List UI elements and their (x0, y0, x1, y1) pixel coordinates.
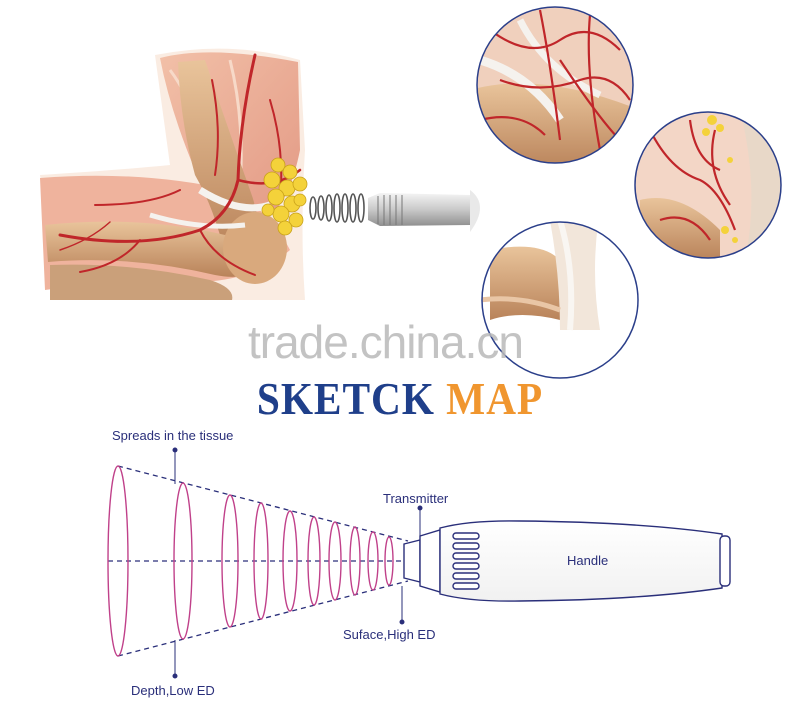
wave-4 (253, 502, 269, 620)
wave-ellipses (107, 465, 394, 657)
label-transmitter: Transmitter (383, 491, 449, 506)
label-depth-low-ed: Depth,Low ED (131, 683, 215, 698)
probe-tip-illustration (368, 190, 480, 232)
wave-6 (307, 516, 321, 606)
wave-10 (384, 536, 394, 586)
wave-9 (367, 531, 379, 591)
handle-body (439, 520, 723, 602)
label-handle: Handle (567, 553, 609, 568)
elbow-anatomy-illustration (40, 48, 308, 300)
label-surface-high-ed: Suface,High ED (343, 627, 436, 642)
wave-7 (328, 521, 342, 601)
title-word-2: MAP (446, 373, 544, 424)
magnified-view-bottom (481, 221, 639, 379)
watermark-text: trade.china.cn (248, 316, 524, 368)
cone-upper-line (117, 465, 409, 542)
shockwave-coil (309, 193, 365, 223)
handle-end-cap (719, 535, 731, 587)
wave-8 (349, 526, 361, 596)
magnified-view-right (634, 111, 782, 259)
cone-lower-line (117, 580, 409, 657)
wave-5 (282, 510, 298, 612)
title-word-1: SKETCK (256, 373, 435, 424)
wave-1 (107, 465, 129, 657)
wave-2 (173, 482, 193, 640)
wave-propagation-diagram (107, 447, 731, 679)
diagram-title: SKETCK MAP (40, 372, 760, 425)
handpiece (403, 520, 731, 602)
label-spreads-in-tissue: Spreads in the tissue (112, 428, 234, 443)
magnified-view-top (476, 6, 634, 164)
grip-slots (452, 532, 480, 590)
wave-3 (221, 494, 239, 628)
transmitter-tip (403, 539, 421, 583)
